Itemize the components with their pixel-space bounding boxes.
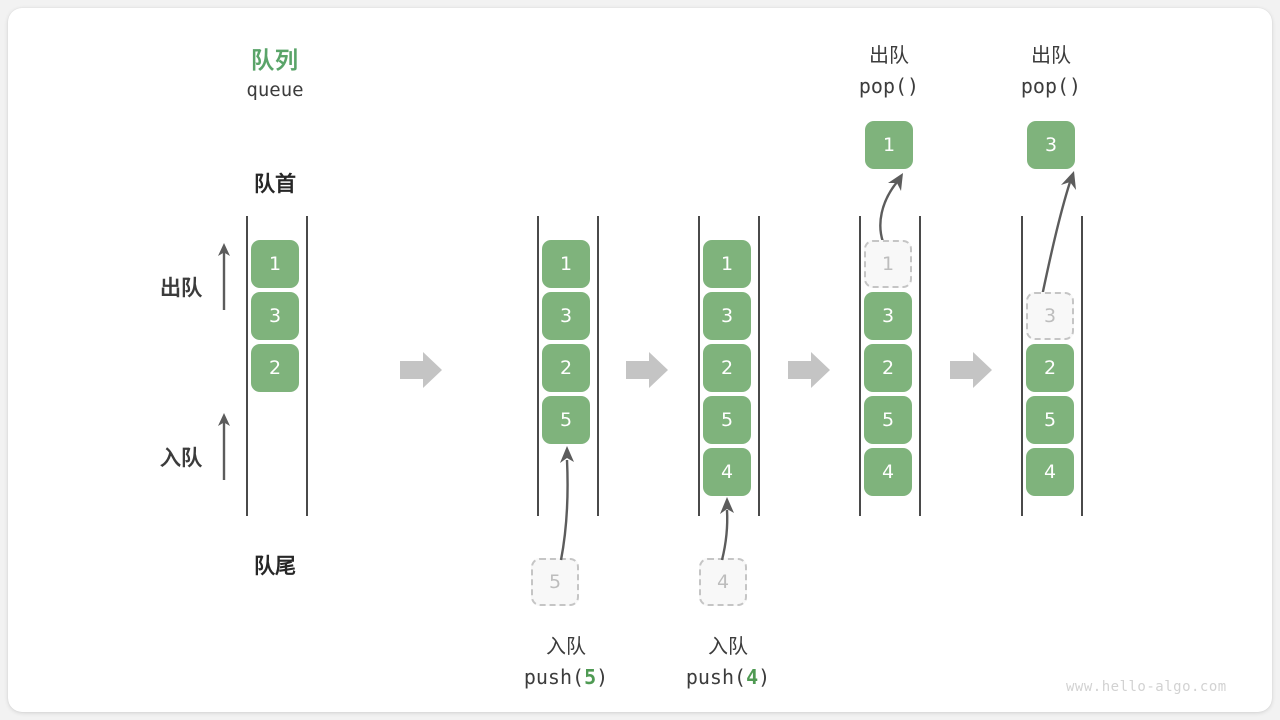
push-caption-cn: 入队: [546, 634, 586, 658]
enqueue-direction-arrow-icon: [218, 413, 230, 480]
push-fn-arg: 5: [584, 665, 597, 689]
queue-rail-right: [1081, 216, 1083, 516]
queue-rail-right: [758, 216, 760, 516]
step-arrow-3-icon: [788, 352, 830, 388]
diagram-title-en: queue: [246, 79, 304, 101]
step-arrow-1-icon: [400, 352, 442, 388]
push-caption-fn: push(5): [466, 665, 666, 689]
push-fn-post: ): [758, 665, 771, 689]
queue-rail-left: [1021, 216, 1023, 516]
queue-cell: 5: [864, 396, 912, 444]
step-arrow-4-icon: [950, 352, 992, 388]
pop-arrow-icon: [1040, 171, 1076, 297]
queue-front-label: 队首: [254, 172, 296, 196]
push-caption-fn: push(4): [628, 665, 828, 689]
queue-cell: 4: [1026, 448, 1074, 496]
pop-arrow-icon: [879, 173, 903, 243]
pop-header-fn: pop(): [1020, 74, 1082, 98]
queue-rail-left: [537, 216, 539, 516]
pop-header-cn: 出队: [1031, 43, 1071, 67]
queue-rail-left: [246, 216, 248, 516]
queue-cell: 2: [864, 344, 912, 392]
queue-cell: 5: [542, 396, 590, 444]
push-fn-pre: push(: [685, 665, 747, 689]
popped-cell: 3: [1027, 121, 1075, 169]
push-caption-cn: 入队: [708, 634, 748, 658]
queue-rail-right: [306, 216, 308, 516]
popped-cell: 1: [865, 121, 913, 169]
queue-rail-left: [698, 216, 700, 516]
enqueue-side-label: 入队: [160, 446, 202, 470]
queue-cell: 2: [542, 344, 590, 392]
push-fn-post: ): [596, 665, 609, 689]
push-arrow-icon: [559, 446, 574, 561]
queue-rail-right: [597, 216, 599, 516]
incoming-ghost-cell: 5: [531, 558, 579, 606]
dequeue-direction-arrow-icon: [218, 243, 230, 310]
queue-cell: 1: [703, 240, 751, 288]
queue-rail-right: [919, 216, 921, 516]
diagram-title-cn: 队列: [251, 48, 299, 74]
watermark: www.hello-algo.com: [1066, 679, 1227, 695]
queue-cell: 4: [703, 448, 751, 496]
queue-cell: 3: [542, 292, 590, 340]
queue-cell: 1: [251, 240, 299, 288]
queue-cell: 1: [542, 240, 590, 288]
queue-cell-ghost: 1: [864, 240, 912, 288]
queue-rear-label: 队尾: [254, 554, 296, 578]
queue-cell: 2: [703, 344, 751, 392]
pop-header-fn: pop(): [858, 74, 920, 98]
pop-header-cn: 出队: [869, 43, 909, 67]
queue-cell: 2: [1026, 344, 1074, 392]
step-arrow-2-icon: [626, 352, 668, 388]
push-fn-pre: push(: [523, 665, 585, 689]
diagram-card: 队列 queue 队首 队尾 出队 入队 1 3 2: [8, 8, 1272, 712]
queue-cell: 3: [864, 292, 912, 340]
queue-cell: 4: [864, 448, 912, 496]
queue-cell: 3: [703, 292, 751, 340]
queue-rail-left: [859, 216, 861, 516]
queue-cell: 5: [703, 396, 751, 444]
incoming-ghost-cell: 4: [699, 558, 747, 606]
queue-cell: 5: [1026, 396, 1074, 444]
push-arrow-icon: [720, 497, 734, 561]
queue-cell: 2: [251, 344, 299, 392]
push-fn-arg: 4: [746, 665, 759, 689]
dequeue-side-label: 出队: [160, 276, 202, 300]
queue-cell-ghost: 3: [1026, 292, 1074, 340]
queue-cell: 3: [251, 292, 299, 340]
